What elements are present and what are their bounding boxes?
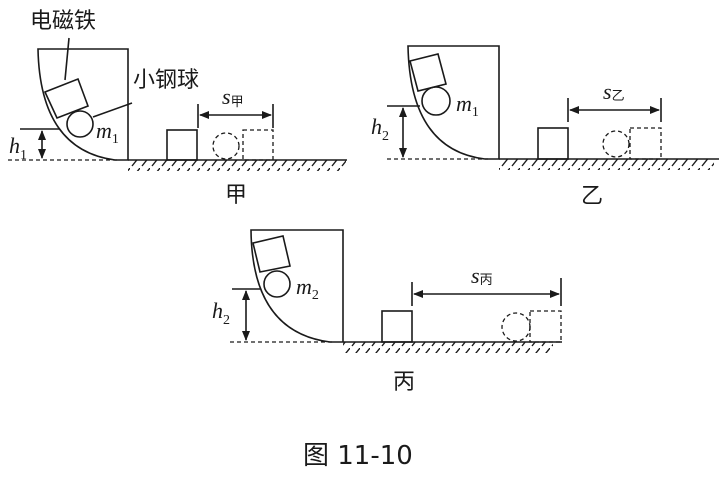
electromagnet-label: 电磁铁 xyxy=(30,9,96,34)
distance-label: s甲 xyxy=(222,84,244,110)
height-label: h2 xyxy=(371,114,389,144)
steel-ball xyxy=(66,110,94,138)
ground-hatch xyxy=(128,160,346,171)
height-label: h2 xyxy=(212,298,230,328)
ground-hatch xyxy=(343,342,553,353)
ball-final-dashed xyxy=(602,130,630,158)
block-final-dashed xyxy=(629,127,662,160)
distance-label: s丙 xyxy=(471,263,493,288)
wood-block xyxy=(166,129,198,161)
steel-ball xyxy=(421,86,451,116)
wood-block xyxy=(537,127,569,160)
steel-ball-label: 小钢球 xyxy=(133,68,199,93)
figure-caption: 图 11-10 xyxy=(303,441,413,471)
electromagnet-leader xyxy=(64,37,70,81)
electromagnet xyxy=(43,77,90,120)
ball-leader xyxy=(92,102,133,118)
mass-label: m1 xyxy=(456,91,479,120)
ball-final-dashed xyxy=(212,132,240,160)
ball-final-dashed xyxy=(501,312,531,342)
panel-label: 甲 xyxy=(225,183,247,208)
height-label: h1 xyxy=(9,133,27,163)
steel-ball xyxy=(263,270,291,298)
block-final-dashed xyxy=(529,310,562,343)
wood-block xyxy=(381,310,413,343)
electromagnet xyxy=(252,235,291,273)
panel-jia: 电磁铁 小钢球 m1 h1 s甲 甲 xyxy=(8,9,347,208)
panel-yi: m1 h2 s乙 乙 xyxy=(371,45,719,209)
mass-label: m1 xyxy=(96,118,119,147)
ground-hatch xyxy=(499,159,714,170)
electromagnet xyxy=(409,53,447,92)
panel-label: 丙 xyxy=(393,370,415,395)
panel-label: 乙 xyxy=(581,184,603,209)
mass-label: m2 xyxy=(296,274,319,303)
distance-label: s乙 xyxy=(603,79,625,104)
block-final-dashed xyxy=(242,129,274,161)
panel-bing: m2 h2 s丙 丙 xyxy=(212,229,562,395)
